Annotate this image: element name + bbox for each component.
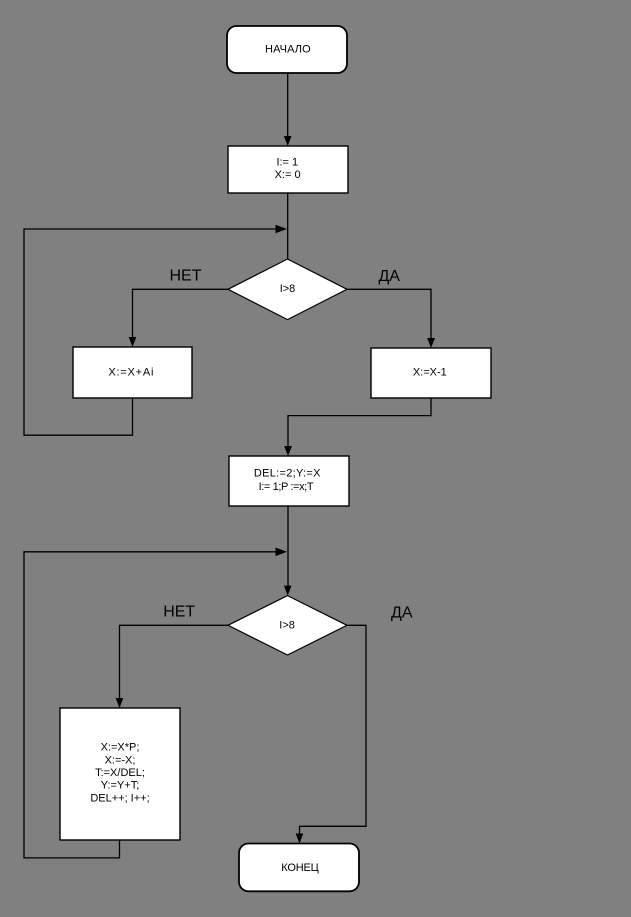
svg-text:I:= 1: I:= 1 [276, 156, 298, 168]
svg-text:DEL++; I++;: DEL++; I++; [90, 792, 149, 804]
svg-text:X:=X-1: X:=X-1 [413, 367, 447, 379]
svg-text:T:=X/DEL;: T:=X/DEL; [95, 767, 145, 779]
svg-text:X:=X+Ai: X:=X+Ai [108, 367, 154, 379]
svg-text:КОНЕЦ: КОНЕЦ [281, 862, 318, 874]
svg-text:Y:=Y+T;: Y:=Y+T; [101, 780, 140, 792]
svg-text:X:=-X;: X:=-X; [105, 754, 136, 766]
svg-text:ДА: ДА [378, 268, 400, 285]
svg-text:НАЧАЛО: НАЧАЛО [265, 44, 311, 56]
svg-text:X:=X*P;: X:=X*P; [101, 742, 140, 754]
svg-text:I>8: I>8 [280, 283, 296, 295]
svg-text:НЕТ: НЕТ [163, 604, 195, 621]
svg-text:X:= 0: X:= 0 [275, 169, 301, 181]
svg-text:DEL:=2;Y:=X: DEL:=2;Y:=X [254, 468, 321, 480]
svg-text:НЕТ: НЕТ [170, 268, 202, 285]
svg-text:ДА: ДА [391, 605, 413, 622]
svg-text:I>8: I>8 [279, 619, 295, 631]
svg-text:I:= 1;P :=x;T: I:= 1;P :=x;T [259, 481, 314, 493]
